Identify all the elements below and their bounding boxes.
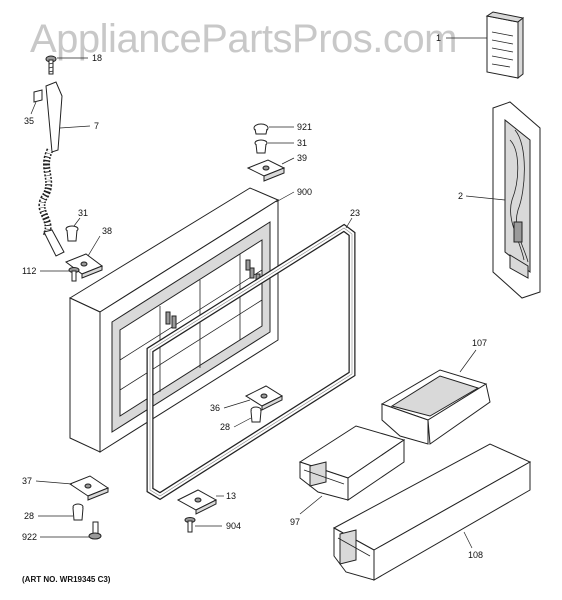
part-39-bracket xyxy=(246,159,286,182)
part-97-door-bin xyxy=(298,425,406,501)
callout-28-center: 28 xyxy=(220,422,230,432)
callout-107: 107 xyxy=(472,338,487,348)
callout-2: 2 xyxy=(458,191,463,201)
callout-922: 922 xyxy=(22,532,37,542)
callout-7: 7 xyxy=(94,121,99,131)
callout-13: 13 xyxy=(226,491,236,501)
part-37-bracket xyxy=(68,475,110,501)
callout-97: 97 xyxy=(290,517,300,527)
part-107-small-bin xyxy=(380,369,491,445)
watermark-text: AppliancePartsPros.com xyxy=(30,17,457,61)
part-28-plug-left xyxy=(72,503,84,521)
part-921-cap xyxy=(253,123,269,135)
callout-900: 900 xyxy=(297,187,312,197)
part-904-screw xyxy=(184,517,196,533)
callout-36: 36 xyxy=(210,403,220,413)
part-112-screw xyxy=(68,267,80,282)
part-7-hinge-cable xyxy=(38,81,65,257)
callout-18: 18 xyxy=(92,53,102,63)
part-31-plug-left xyxy=(65,225,79,242)
part-23-gasket xyxy=(146,223,356,501)
callout-23: 23 xyxy=(350,208,360,218)
part-35-cover xyxy=(33,89,43,103)
callout-39: 39 xyxy=(297,153,307,163)
callout-38: 38 xyxy=(102,226,112,236)
callout-904: 904 xyxy=(226,521,241,531)
part-1-manual xyxy=(485,11,525,80)
callout-112: 112 xyxy=(22,266,36,276)
part-13-bracket xyxy=(176,489,218,515)
part-18-screw xyxy=(45,55,57,75)
part-108-large-bin xyxy=(332,443,532,581)
part-36-bracket xyxy=(244,385,284,411)
callout-31-top: 31 xyxy=(297,138,307,148)
callout-35: 35 xyxy=(24,116,34,126)
part-28-plug-center xyxy=(250,406,262,423)
part-922-stud xyxy=(88,521,102,540)
callout-28-left: 28 xyxy=(24,511,34,521)
part-38-bracket xyxy=(64,253,104,279)
callout-31-left: 31 xyxy=(78,208,88,218)
art-number: (ART NO. WR19345 C3) xyxy=(22,575,111,584)
part-31-plug-top xyxy=(254,139,268,154)
callout-37: 37 xyxy=(22,476,32,486)
callout-1: 1 xyxy=(436,33,441,43)
callout-921: 921 xyxy=(297,122,312,132)
callout-108: 108 xyxy=(468,550,483,560)
part-2-door-trim xyxy=(492,101,541,299)
